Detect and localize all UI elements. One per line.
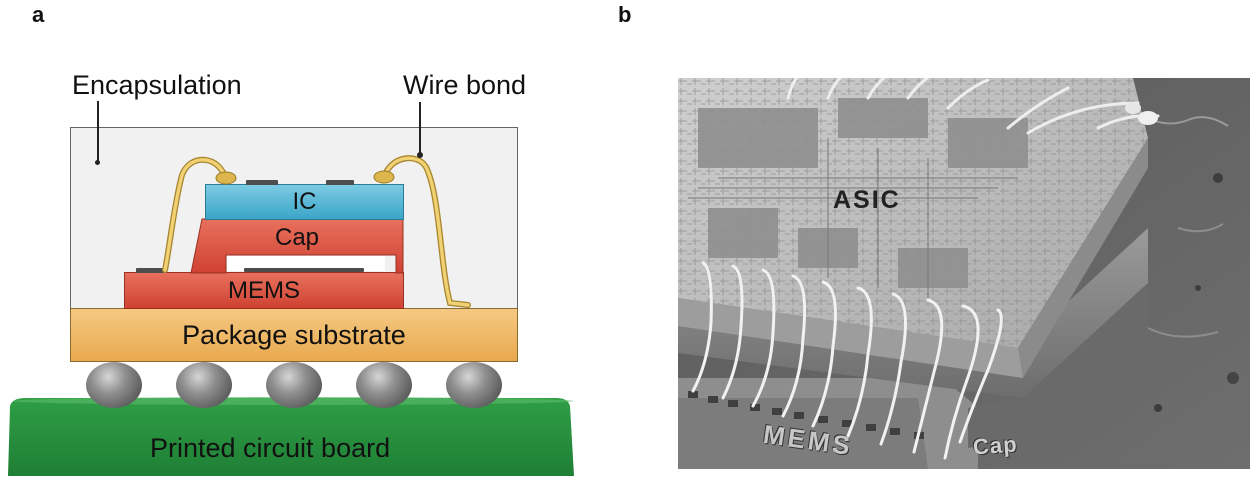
- wire-bond-leader-line: [419, 102, 421, 154]
- package-substrate-label: Package substrate: [182, 319, 406, 350]
- panel-letter-b: b: [618, 2, 632, 27]
- solder-ball: [266, 362, 322, 408]
- asic-label: ASIC: [833, 186, 901, 214]
- encapsulation-label: Encapsulation: [72, 70, 242, 100]
- ic-bond-pad: [326, 180, 354, 185]
- mems-bond-pad: [136, 268, 166, 273]
- solder-ball: [86, 362, 142, 408]
- solder-ball: [446, 362, 502, 408]
- encapsulation-leader-line: [97, 101, 99, 161]
- ic-label: IC: [292, 188, 317, 215]
- wire-bond-pointer-dot: [417, 152, 423, 158]
- cap-label: Cap: [274, 224, 320, 251]
- solder-ball: [176, 362, 232, 408]
- wire-bond-label: Wire bond: [403, 70, 527, 100]
- panel-letter-a: a: [32, 2, 45, 27]
- cap-label-box: Cap: [190, 222, 404, 254]
- mems-die: MEMS: [124, 272, 404, 309]
- cap-sem-label: Cap: [972, 431, 1019, 460]
- pcb-label: Printed circuit board: [150, 433, 391, 463]
- sem-micrograph: ASIC MEMS Cap: [678, 78, 1250, 469]
- wire-bonds: [150, 145, 480, 315]
- solder-ball: [356, 362, 412, 408]
- mems-label: MEMS: [228, 276, 300, 304]
- package-substrate: Package substrate: [70, 308, 518, 362]
- ic-die: IC: [205, 184, 404, 220]
- mems-sensor-electrode: [244, 268, 364, 272]
- cap-cavity: [227, 256, 385, 271]
- cap-die: [190, 218, 404, 274]
- encapsulation-pointer-dot: [95, 160, 100, 165]
- ic-bond-pad: [246, 180, 278, 185]
- panel-a-diagram: Printed circuit board Encapsulation Pack…: [0, 0, 620, 476]
